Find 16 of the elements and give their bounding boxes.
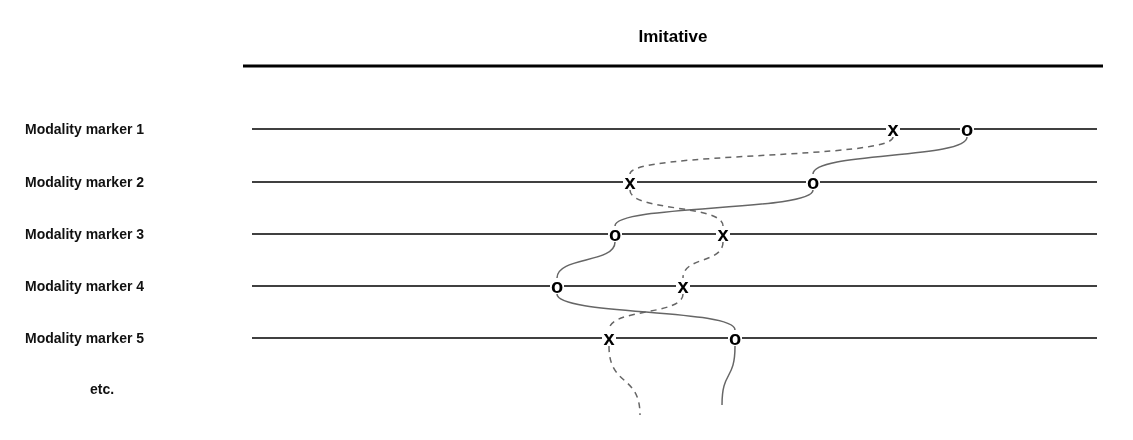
connector-curve [682, 241, 724, 279]
row-label: Modality marker 3 [25, 226, 145, 242]
connector-curve [629, 136, 894, 175]
row-label: Modality marker 2 [25, 174, 145, 190]
row-label: Modality marker 1 [25, 121, 145, 137]
connector-curve [812, 136, 968, 175]
connector-curve [629, 189, 724, 227]
continuation-label: etc. [90, 381, 115, 397]
row-label: Modality marker 5 [25, 330, 145, 346]
chart-title: Imitative [638, 27, 708, 47]
connector-curve [614, 189, 814, 227]
connector-curve [556, 293, 736, 331]
row-label: Modality marker 4 [25, 278, 145, 294]
connector-curve [608, 345, 641, 416]
connector-curve [721, 345, 736, 406]
connector-curve [556, 241, 616, 279]
